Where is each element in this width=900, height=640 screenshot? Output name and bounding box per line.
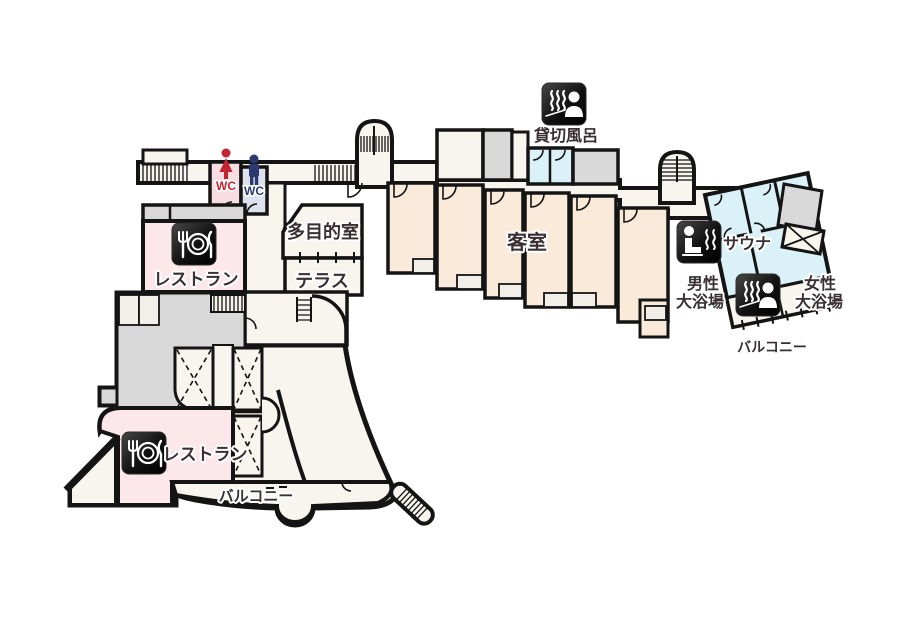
mens-bath-label-2: 大浴場 — [676, 292, 724, 311]
wc-female-label: WC — [216, 179, 236, 193]
bath-icon — [734, 272, 782, 318]
service-room-white — [435, 128, 485, 182]
restaurant-upper-label: レストラン — [154, 270, 239, 289]
service-room-gray1 — [481, 128, 514, 182]
half-round-landing — [261, 396, 281, 434]
wc-female-icon — [219, 148, 233, 179]
womens-bath-label-1: 女性 — [804, 274, 836, 293]
stair-hatch-connector — [296, 297, 312, 322]
stair-hatch-mid — [314, 165, 356, 182]
mens-bath-label-1: 男性 — [687, 274, 719, 293]
terrace-room — [283, 256, 364, 297]
womens-bath-label-2: 大浴場 — [795, 292, 843, 311]
terrace-label: テラス — [295, 271, 349, 291]
gray-notch — [98, 386, 119, 407]
elevator-shaft-1 — [173, 346, 215, 412]
private-bath-label: 貸切風呂 — [533, 126, 598, 145]
stair-landing — [141, 148, 189, 166]
sauna-label: サウナ — [723, 235, 771, 253]
balcony-right-label: バルコニー — [737, 339, 807, 355]
bottom-balcony — [169, 480, 394, 524]
service-room-white2 — [510, 130, 530, 182]
private-bath-icon — [540, 81, 588, 127]
balcony-stair-ramp — [389, 481, 435, 526]
terrace-railing — [299, 252, 355, 263]
multipurpose-label: 多目的室 — [287, 221, 359, 242]
stair-hatch-west — [142, 165, 188, 183]
service-room-gray2 — [571, 148, 620, 186]
elevator-shaft-2 — [231, 346, 264, 478]
guest-room-block — [347, 181, 670, 339]
shaft-corridor — [212, 344, 234, 411]
guest-rooms-label: 客室 — [506, 230, 547, 254]
stair-hatch-backhouse — [210, 294, 246, 313]
bath-elevator — [780, 222, 826, 256]
restaurant-lower-label: レストラン — [163, 445, 248, 464]
wc-male-label: WC — [244, 184, 264, 198]
sauna-icon — [676, 220, 722, 264]
balcony-bottom-label: バルコニー — [219, 488, 294, 505]
restaurant-icon-upper — [170, 221, 218, 267]
restaurant-upper-service — [141, 203, 247, 223]
restaurant-icon-lower — [120, 430, 168, 476]
wc-male-icon — [249, 154, 259, 185]
